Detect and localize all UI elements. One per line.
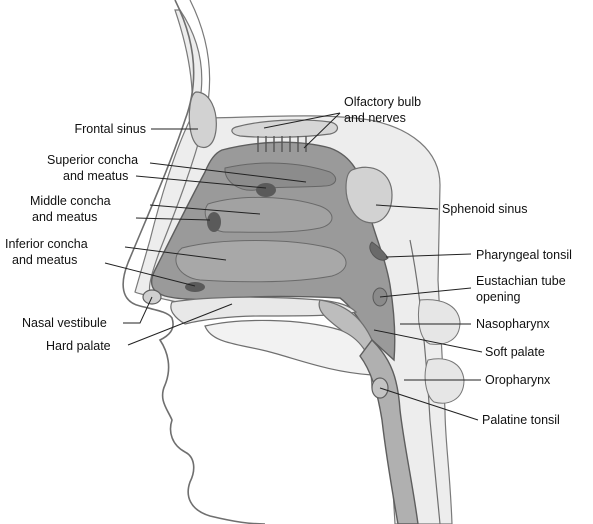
frontal-sinus-shape [189, 92, 216, 147]
label-pharyngeal-tonsil: Pharyngeal tonsil [476, 248, 572, 262]
label-palatine-tonsil: Palatine tonsil [482, 413, 560, 427]
label-eustachian-line1: Eustachian tube [476, 274, 566, 288]
label-nasopharynx: Nasopharynx [476, 317, 550, 331]
label-inferior-line2: and meatus [12, 253, 77, 267]
label-middle-line1: Middle concha [30, 194, 111, 208]
label-frontal-sinus: Frontal sinus [74, 122, 146, 136]
vertebra-1 [418, 300, 460, 345]
vertebra-2 [425, 359, 464, 403]
inferior-concha-shape [176, 241, 346, 282]
label-middle-line2: and meatus [32, 210, 97, 224]
label-sphenoid-sinus: Sphenoid sinus [442, 202, 527, 216]
label-hard-palate: Hard palate [46, 339, 111, 353]
label-eustachian-line2: opening [476, 290, 521, 304]
label-superior-line1: Superior concha [47, 153, 138, 167]
head-illustration [123, 0, 464, 524]
label-inferior-line1: Inferior concha [5, 237, 88, 251]
middle-meatus-spot [207, 212, 221, 232]
inferior-meatus-spot [185, 282, 205, 292]
label-olfactory-line1: Olfactory bulb [344, 95, 421, 109]
label-oropharynx: Oropharynx [485, 373, 551, 387]
label-superior-line2: and meatus [63, 169, 128, 183]
superior-meatus-spot [256, 183, 276, 197]
label-nasal-vestibule: Nasal vestibule [22, 316, 107, 330]
label-soft-palate: Soft palate [485, 345, 545, 359]
label-olfactory-line2: and nerves [344, 111, 406, 125]
